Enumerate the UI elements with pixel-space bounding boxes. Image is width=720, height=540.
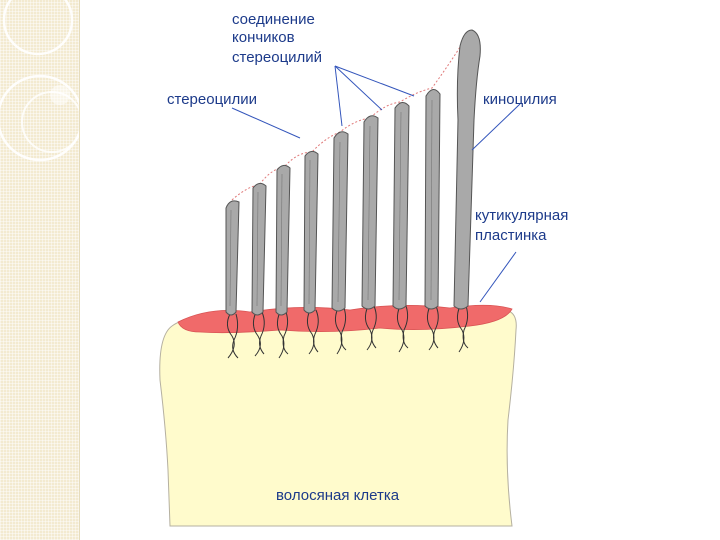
- stereocilium: [275, 164, 291, 316]
- stereocilia: [225, 89, 441, 316]
- kinocilium: [453, 29, 481, 310]
- hair-cell-label: волосяная клетка: [276, 487, 400, 504]
- cuticular-plate-label-line2: пластинка: [475, 227, 547, 244]
- tip-link-label-line2: кончиков: [232, 29, 295, 46]
- stereocilia-label: стереоцилии: [167, 91, 257, 108]
- stereocilium: [303, 150, 319, 314]
- stereocilium: [225, 200, 240, 316]
- kinocilium-label: киноцилия: [483, 91, 557, 108]
- rootlets: [226, 305, 469, 359]
- cuticular-plate-label-line1: кутикулярная: [475, 207, 568, 224]
- stereocilium: [424, 89, 441, 310]
- stereocilium: [392, 102, 410, 310]
- stereocilium: [331, 131, 349, 312]
- cilium-fibrils: [229, 99, 433, 307]
- circle-ornament-icon: [0, 0, 79, 162]
- tip-link-label-line1: соединение: [232, 11, 315, 28]
- stereocilium: [251, 182, 267, 316]
- stereocilium: [361, 115, 379, 310]
- tip-link-label-line3: стереоцилий: [232, 49, 322, 66]
- decorative-side-panel: [0, 0, 80, 540]
- leader-lines: [231, 65, 521, 303]
